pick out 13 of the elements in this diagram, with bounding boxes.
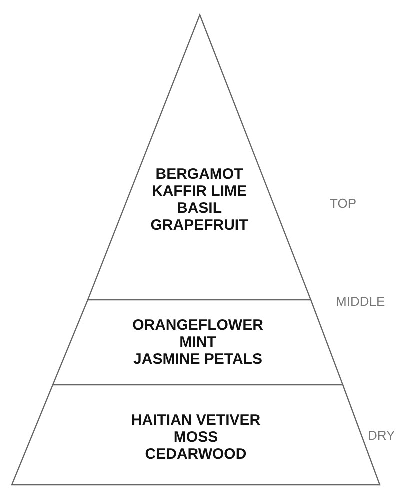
tier-label: TOP <box>330 196 356 211</box>
note-name: BERGAMOT <box>156 166 244 183</box>
note-name: ORANGEFLOWER <box>132 316 264 334</box>
tier-label: MIDDLE <box>336 294 386 309</box>
note-name: BASIL <box>177 200 222 217</box>
note-name: HAITIAN VETIVER <box>131 412 261 428</box>
note-name: CEDARWOOD <box>145 446 247 462</box>
tier-label: DRY <box>368 428 396 443</box>
note-name: GRAPEFRUIT <box>150 217 248 234</box>
note-name: MINT <box>180 334 216 350</box>
note-name: KAFFIR LIME <box>152 183 247 200</box>
note-name: JASMINE PETALS <box>134 350 262 368</box>
note-name: MOSS <box>174 428 218 446</box>
